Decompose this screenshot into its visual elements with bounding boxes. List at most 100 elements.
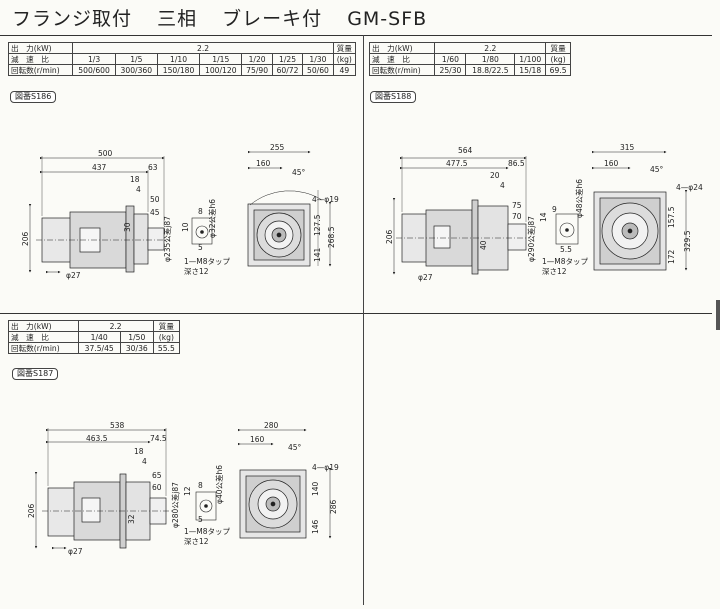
dim-a: 477.5 <box>446 159 468 168</box>
flange <box>125 205 135 273</box>
dim-l: φ48公差h6 <box>574 179 584 218</box>
dim-v2: 329.5 <box>683 230 692 252</box>
tap-depth: 深さ12 <box>184 267 209 276</box>
dim-a: 463.5 <box>86 434 108 443</box>
drawing-s187-front <box>238 428 332 539</box>
gear-head <box>133 213 149 265</box>
dim-j: 14 <box>539 212 548 222</box>
mid-rule <box>0 313 712 314</box>
table-row: 減 速 比 1/60 1/80 1/100 (kg) <box>368 53 571 65</box>
dim-l: φ40公差h6 <box>214 465 224 504</box>
drawing-s187-side <box>34 428 172 550</box>
dim-m: 5 <box>198 515 203 524</box>
output-shaft <box>147 227 165 251</box>
dim-width2: 160 <box>604 159 619 168</box>
page-edge-mark <box>716 300 720 330</box>
weight-unit: (kg) <box>332 53 357 65</box>
drawing-s186-side <box>28 156 170 274</box>
dim-angle: 45° <box>288 443 302 452</box>
tap-depth: 深さ12 <box>184 537 209 546</box>
title-brake: ブレーキ付 <box>222 8 323 30</box>
rpm-cell: 18.8/22.5 <box>465 64 516 76</box>
dim-k: 9 <box>552 205 557 214</box>
dim-b: 74.5 <box>150 434 167 443</box>
dim-v2: 286 <box>329 499 338 514</box>
dim-e: 75 <box>512 201 522 210</box>
shaft-end-s186 <box>191 217 213 245</box>
dim-c: 20 <box>490 171 500 180</box>
dim-n: φ27 <box>418 273 433 282</box>
tap-note: 1—M8タップ <box>184 257 231 266</box>
dim-angle: 45° <box>292 168 306 177</box>
dim-c: 18 <box>134 447 144 456</box>
dim-n: φ27 <box>66 271 81 280</box>
dim-b: 86.5 <box>508 159 525 168</box>
dim-v2: 268.5 <box>327 226 336 248</box>
table-row: 回転数(r/min) 37.5/45 30/36 55.5 <box>8 342 181 354</box>
drawing-s188-front <box>592 150 688 271</box>
dim-d: 4 <box>142 457 147 466</box>
dim-g: 32 <box>127 514 136 524</box>
dim-i: φ280公差j87 <box>170 482 180 528</box>
spec-table-s188: 出 力(kW) 2.2 質量 減 速 比 1/60 1/80 1/100 (kg… <box>368 42 571 76</box>
spec-table-s187: 出 力(kW) 2.2 質量 減 速 比 1/40 1/50 (kg) 回転数(… <box>8 320 181 354</box>
tap-note: 1—M8タップ <box>184 527 231 536</box>
dim-v1: 140 <box>311 481 320 496</box>
dim-a: 437 <box>92 163 107 172</box>
dim-width: 315 <box>620 143 635 152</box>
dim-g: 40 <box>479 240 488 250</box>
dim-e: 65 <box>152 471 162 480</box>
dim-m: 5 <box>198 243 203 252</box>
dim-d: 4 <box>136 185 141 194</box>
dim-k: 8 <box>198 207 203 216</box>
title-model: GM-SFB <box>347 8 428 30</box>
tap-depth: 深さ12 <box>542 267 567 276</box>
dim-g: 30 <box>123 222 132 232</box>
dim-f: 70 <box>512 212 522 221</box>
dim-h: 206 <box>27 503 36 518</box>
dim-length: 564 <box>458 146 473 155</box>
rpm-cell: 150/180 <box>156 64 201 76</box>
dim-v3: 141 <box>313 247 322 262</box>
dim-e: 50 <box>150 195 160 204</box>
dim-hole: 4—φ19 <box>312 195 339 204</box>
tap-note: 1—M8タップ <box>542 257 589 266</box>
title-mount: フランジ取付 <box>12 8 133 30</box>
rpm-header: 回転数(r/min) <box>368 64 436 76</box>
table-row: 出 力(kW) 2.2 質量 <box>8 320 181 332</box>
rpm-cell: 60/72 <box>271 64 304 76</box>
weight-value: 69.5 <box>545 64 571 76</box>
dim-j: 12 <box>183 486 192 496</box>
table-row: 出 力(kW) 2.2 質量 <box>7 42 357 54</box>
dim-length: 538 <box>110 421 125 430</box>
brake-cover <box>41 217 73 263</box>
center-divider <box>363 35 364 605</box>
rpm-cell: 300/360 <box>114 64 158 76</box>
table-row: 回転数(r/min) 25/30 18.8/22.5 15/18 69.5 <box>368 64 571 76</box>
dim-hole: 4—φ19 <box>312 463 339 472</box>
dim-v3: 172 <box>667 249 676 264</box>
figure-label-s186: 図番S186 <box>10 91 57 103</box>
rpm-cell: 50/60 <box>302 64 334 76</box>
dim-length: 500 <box>98 149 113 158</box>
rpm-cell: 37.5/45 <box>77 342 121 354</box>
dim-d: 4 <box>500 181 505 190</box>
weight-value: 55.5 <box>152 342 181 354</box>
dim-v1: 127.5 <box>313 214 322 236</box>
figure-label-s187: 図番S187 <box>12 368 59 380</box>
weight-header: 質量 <box>152 320 181 332</box>
table-row: 回転数(r/min) 500/600 300/360 150/180 100/1… <box>7 64 357 76</box>
dim-i: φ235公差j87 <box>162 216 172 262</box>
drawing-s186-front <box>247 150 332 267</box>
shaft-end-s188 <box>555 213 579 245</box>
dim-width: 255 <box>270 143 285 152</box>
dim-hole: 4—φ24 <box>676 183 703 192</box>
title-phase: 三相 <box>157 8 198 30</box>
dim-v1: 157.5 <box>667 206 676 228</box>
top-rule <box>0 35 712 36</box>
dim-width2: 160 <box>256 159 271 168</box>
dim-m: 5.5 <box>560 245 572 254</box>
dim-width: 280 <box>264 421 279 430</box>
dim-f: 60 <box>152 483 162 492</box>
dim-h: 206 <box>21 231 30 246</box>
